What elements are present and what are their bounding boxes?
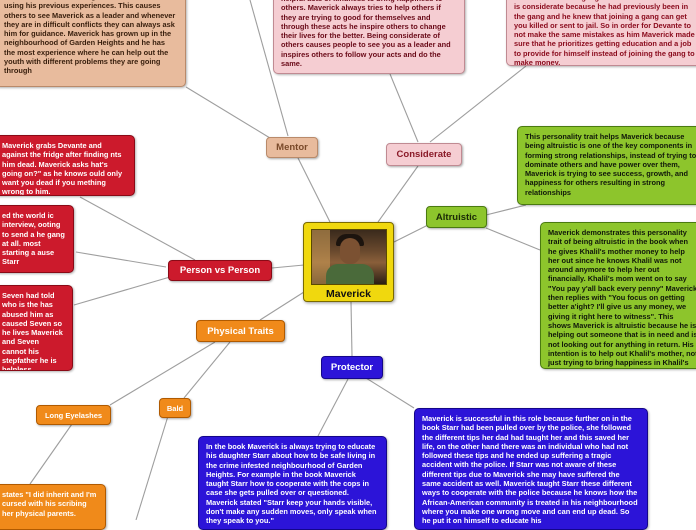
note-long-eyelashes: states "I did inherit and I'm cursed wit… <box>0 484 106 530</box>
topic-considerate[interactable]: Considerate <box>386 143 462 166</box>
note-person-vs-person-2: ed the world ic interview, ooting to sen… <box>0 205 74 273</box>
topic-person-vs-person[interactable]: Person vs Person <box>168 260 272 281</box>
topic-protector[interactable]: Protector <box>321 356 383 379</box>
maverick-portrait-image <box>311 229 387 285</box>
note-protector-1: In the book Maverick is always trying to… <box>198 436 387 530</box>
topic-altruistic[interactable]: Altruistic <box>426 206 487 228</box>
note-considerate-2: school and left the gang. This shows tha… <box>506 0 696 66</box>
central-node-label: Maverick <box>304 288 393 300</box>
note-person-vs-person-3: Seven had told who is the has abused him… <box>0 285 73 371</box>
note-person-vs-person-1: Maverick grabs Devante and against the f… <box>0 135 135 196</box>
central-node-maverick[interactable]: Maverick <box>303 222 394 302</box>
note-protector-2: Maverick is successful in this role beca… <box>414 408 648 530</box>
note-altruistic-2: Maverick demonstrates this personality t… <box>540 222 696 369</box>
topic-bald[interactable]: Bald <box>159 398 191 418</box>
topic-physical-traits[interactable]: Physical Traits <box>196 320 285 342</box>
note-considerate-1: helpful acts of kindness to bring happin… <box>273 0 465 74</box>
topic-mentor[interactable]: Mentor <box>266 137 318 158</box>
topic-long-eyelashes[interactable]: Long Eyelashes <box>36 405 111 425</box>
note-mentor: because it allows him to guide and teach… <box>0 0 186 87</box>
note-altruistic-1: This personality trait helps Maverick be… <box>517 126 696 205</box>
